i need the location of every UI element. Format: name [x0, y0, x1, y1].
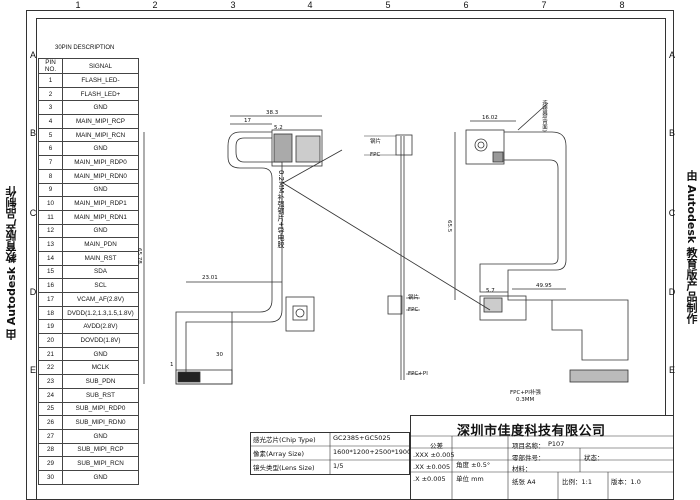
fpc-pi-note: FPC+PI补强	[510, 390, 541, 396]
version-label: 版本：1.0	[611, 478, 641, 486]
material-label: 材料：	[512, 465, 532, 473]
connector-note: 连接器(背面)	[541, 100, 547, 132]
watermark-right: 由 Autodesk 教育版产品制作	[685, 170, 698, 325]
row-letter: C	[29, 208, 37, 218]
dimension-label: 65.78	[136, 248, 142, 264]
lens-size-label: 镜头类型(Lens Size)	[253, 464, 315, 472]
column-number: 3	[230, 0, 236, 10]
steel-label: 钢片	[370, 139, 382, 145]
tolerance-row: .X ±0.005	[413, 475, 446, 483]
array-size-value: 1600*1200+2500*1900	[333, 448, 412, 456]
row-letter: B	[29, 128, 36, 138]
dimension-label: 38.3	[266, 110, 279, 116]
fpc-pi-label: FPC+PI	[408, 371, 428, 377]
dimension-label: 17	[244, 118, 251, 124]
lens-size-value: 1/5	[333, 462, 344, 470]
column-number: 6	[463, 0, 469, 10]
signal-name-cell: GND	[62, 469, 139, 485]
chip-type-value: GC2385+GC5025	[333, 434, 391, 442]
paper-size-label: 纸张 A4	[512, 478, 536, 486]
dimension-label: 5.7	[486, 288, 495, 294]
row-letter: A	[668, 50, 675, 60]
pin-table-title: 30PIN DESCRIPTION	[55, 45, 115, 51]
row-letter: A	[29, 50, 36, 60]
array-size-label: 像素(Array Size)	[253, 450, 304, 458]
column-number: 8	[619, 0, 625, 10]
row-letter: B	[668, 128, 675, 138]
dimension-label: 65.5	[446, 220, 452, 233]
tolerance-row: .XX ±0.005	[413, 463, 451, 471]
column-number: 7	[541, 0, 547, 10]
column-number: 2	[152, 0, 158, 10]
steel-label: 钢片	[408, 295, 420, 301]
chip-type-label: 感光芯片(Chip Type)	[253, 436, 316, 444]
title-block	[410, 415, 674, 500]
dimension-label: 23.01	[202, 275, 218, 281]
row-letter: C	[668, 208, 676, 218]
fpc-label: FPC	[370, 152, 381, 158]
status-label: 状态：	[584, 454, 604, 462]
pin-number-cell: 30	[38, 469, 63, 485]
column-number: 4	[307, 0, 313, 10]
column-number: 5	[385, 0, 391, 10]
tolerance-row: .XXX ±0.005	[413, 451, 455, 459]
fpc-label: FPC	[408, 307, 419, 313]
pin-30-label: 30	[216, 352, 223, 358]
row-letter: E	[668, 365, 675, 375]
fpc-pi-thickness: 0.3MM	[516, 397, 535, 403]
dimension-label: 16.02	[482, 115, 498, 121]
stiffener-note: 0.2MM补强钢片+导电胶	[277, 170, 285, 249]
row-letter: D	[29, 287, 37, 297]
signal-name-cell: MAIN_MIPI_RDN1	[62, 209, 139, 225]
tolerance-label: 公差	[430, 442, 443, 450]
table-header-row: PIN NO. SIGNAL	[38, 58, 139, 74]
pin-1-label: 1	[170, 362, 174, 368]
project-label: 项目名称：	[512, 442, 545, 450]
dimension-label: 5.2	[274, 125, 283, 131]
part-number-label: 零部件号：	[512, 454, 545, 462]
unit-label: 单位 mm	[456, 475, 484, 483]
dimension-label: 49.95	[536, 283, 552, 289]
scale-label: 比例：1:1	[562, 478, 592, 486]
column-header: SIGNAL	[62, 58, 139, 74]
row-letter: D	[668, 287, 676, 297]
column-number: 1	[75, 0, 81, 10]
company-name: 深圳市佳度科技有限公司	[457, 424, 606, 439]
angle-tolerance: 角度 ±0.5°	[456, 461, 491, 469]
project-value: P107	[548, 440, 565, 448]
row-letter: E	[29, 365, 36, 375]
